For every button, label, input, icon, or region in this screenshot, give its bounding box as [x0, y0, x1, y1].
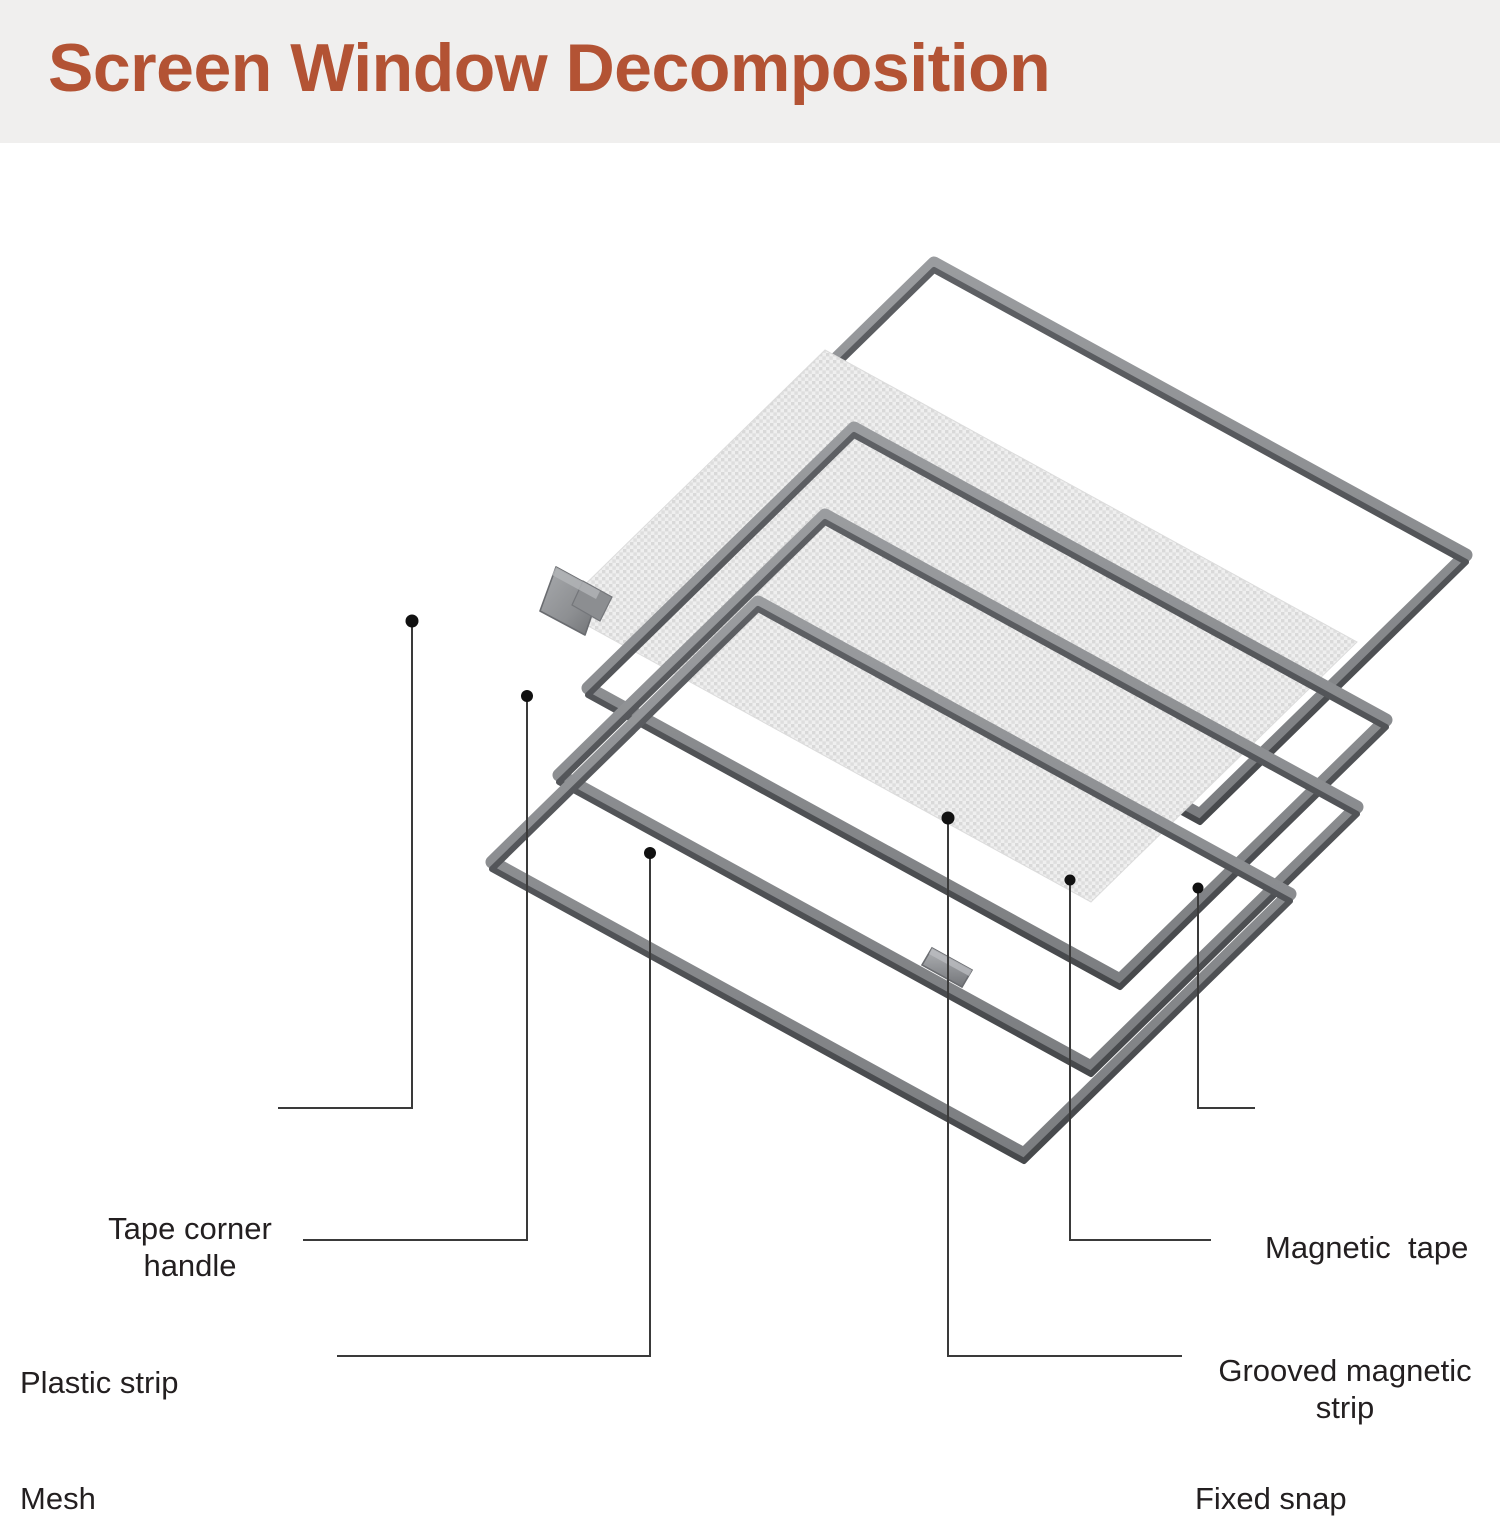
layer-bottom-frame [485, 595, 1297, 1164]
tape-corner-handle-highlight [552, 567, 600, 599]
leader-plastic-strip [303, 696, 528, 1241]
callout-anchor-dots [405, 614, 1204, 894]
layer-plastic-strip-frame [552, 508, 1364, 1077]
callout-label-fixed-snap: Fixed snap [1195, 1481, 1347, 1516]
tape-corner-handle-part [539, 566, 613, 636]
mesh-sheet [558, 349, 1358, 903]
leader-tape-corner-handle [278, 621, 413, 1109]
grooved-magnetic-strip-frame-side [585, 432, 1389, 990]
leader-magnetic-tape [1197, 888, 1255, 1109]
screen-window-exploded-illustration [278, 256, 1473, 1357]
plastic-strip-frame-side [556, 519, 1360, 1077]
callout-label-plastic-strip: Plastic strip [20, 1365, 179, 1400]
leader-fixed-snap [947, 818, 1182, 1357]
layer-grooved-magnetic-strip-frame [581, 421, 1393, 990]
anchor-dot-plastic-strip [521, 690, 533, 702]
plastic-strip-frame-top [552, 508, 1364, 1074]
callout-label-grooved-magnetic-strip: Grooved magnetic strip [1218, 1353, 1472, 1425]
leader-mesh [337, 853, 651, 1357]
anchor-dot-grooved-magnetic-strip [1064, 874, 1076, 886]
grooved-magnetic-strip-frame-top [581, 421, 1393, 987]
callout-label-magnetic-tape: Magnetic tape [1265, 1230, 1469, 1265]
bottom-frame-top [485, 595, 1297, 1161]
layer-mesh-sheet [558, 349, 1358, 903]
anchor-dot-tape-corner-handle [405, 614, 419, 628]
callout-label-mesh: Mesh [20, 1481, 96, 1516]
anchor-dot-magnetic-tape [1192, 882, 1204, 894]
page-title: Screen Window Decomposition [48, 30, 1051, 106]
header-band [0, 0, 1500, 143]
callout-label-tape-corner-handle: Tape corner handle [108, 1211, 272, 1283]
bottom-frame-side [489, 606, 1293, 1164]
anchor-dot-mesh [644, 847, 656, 859]
anchor-dot-fixed-snap [941, 811, 955, 825]
fixed-snap-highlight [929, 948, 972, 976]
callout-leader-lines [278, 621, 1255, 1357]
leader-grooved-magnetic-strip [1069, 880, 1211, 1241]
exploded-diagram: Tape corner handle Plastic strip Mesh Ma… [0, 143, 1500, 1516]
